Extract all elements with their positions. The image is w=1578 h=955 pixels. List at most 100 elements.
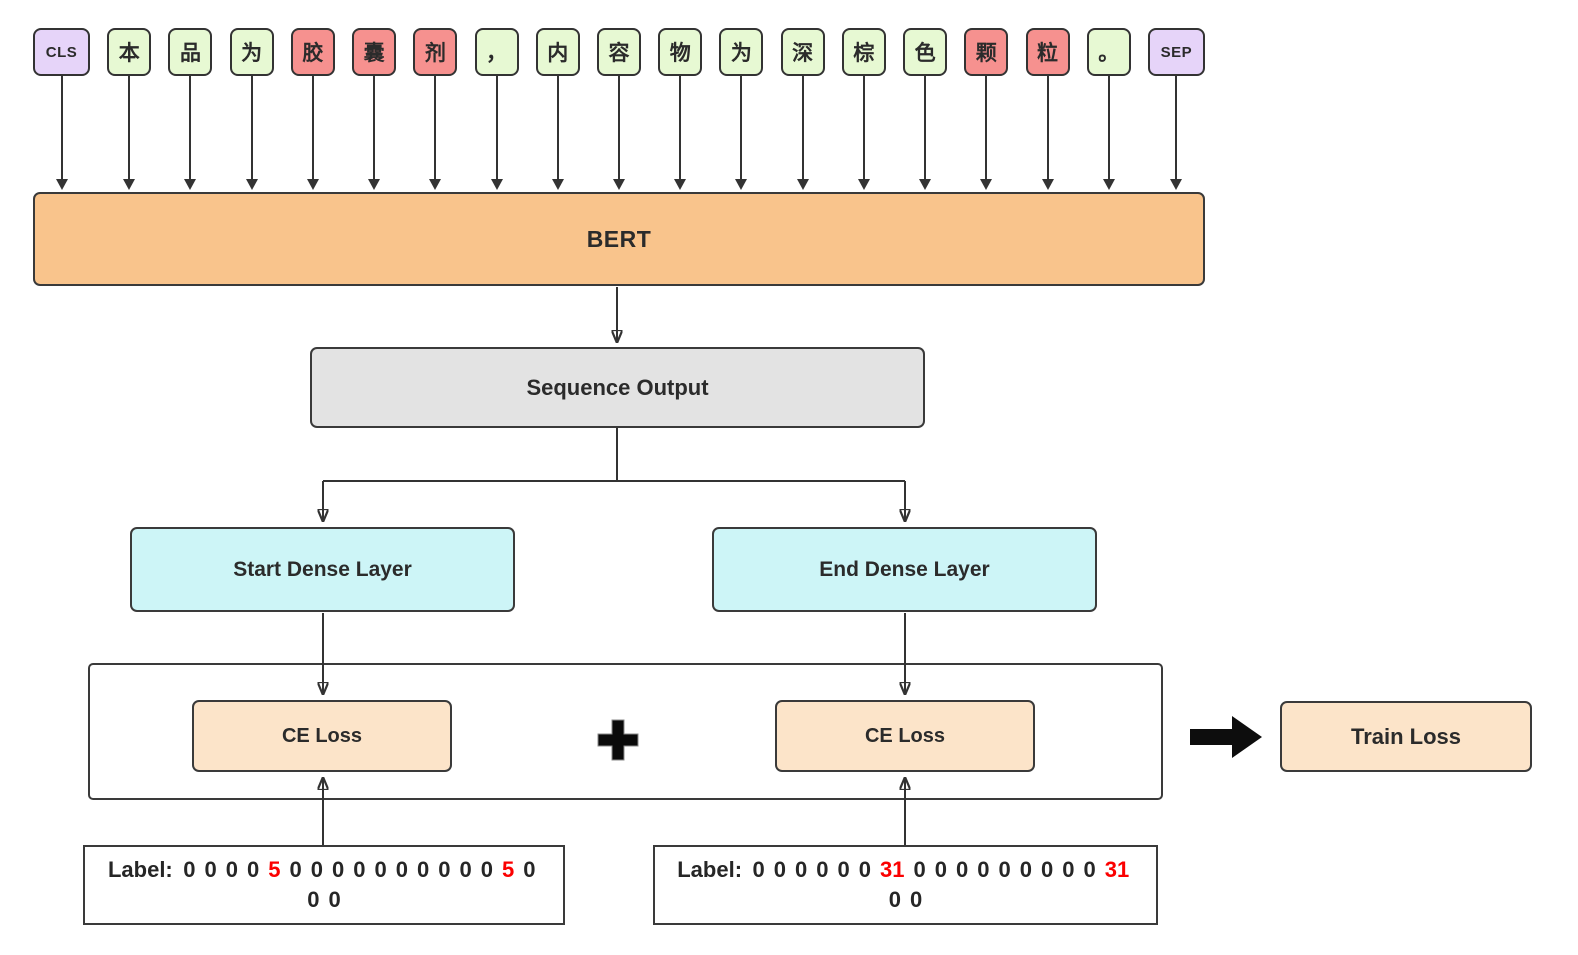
label-value: 0: [374, 857, 387, 882]
token-arrow-head-icon: [919, 179, 932, 190]
token-arrow-stem: [373, 76, 376, 179]
plus-icon: [597, 719, 639, 761]
label-value: 0: [247, 857, 260, 882]
label-value: 0: [888, 887, 901, 912]
label-value: 0: [773, 857, 787, 882]
token-box: 颗: [964, 28, 1009, 76]
label-value: 0: [1062, 857, 1075, 882]
token-arrow-stem: [679, 76, 682, 179]
token-box: 内: [535, 28, 580, 76]
token-cell: 物: [658, 28, 703, 190]
token-cell: 内: [535, 28, 580, 190]
token-box: 胶: [290, 28, 335, 76]
label-value: 31: [880, 857, 905, 882]
label-value: 0: [328, 887, 341, 912]
token-box: 本: [107, 28, 152, 76]
token-box: 为: [719, 28, 764, 76]
token-cell: 囊: [352, 28, 397, 190]
token-box: SEP: [1147, 28, 1205, 76]
label-value: 0: [795, 857, 808, 882]
token-arrow-head-icon: [980, 179, 993, 190]
token-arrow-head-icon: [368, 179, 381, 190]
token-arrow-stem: [250, 76, 253, 179]
label-value: 0: [752, 857, 765, 882]
token-box: 容: [596, 28, 641, 76]
label-value: 0: [1041, 857, 1054, 882]
token-arrow-stem: [1175, 76, 1178, 179]
label-value: 0: [480, 857, 494, 882]
token-arrow-stem: [862, 76, 865, 179]
token-arrow-head-icon: [490, 179, 503, 190]
right-arrow-icon: [1190, 716, 1262, 758]
token-box: 棕: [841, 28, 886, 76]
token-arrow-stem: [434, 76, 437, 179]
label-value: 0: [332, 857, 345, 882]
token-box: 深: [780, 28, 825, 76]
token-arrow-stem: [556, 76, 559, 179]
token-box: 。: [1086, 28, 1131, 76]
token-arrow-head-icon: [674, 179, 687, 190]
token-cell: SEP: [1147, 28, 1205, 190]
token-box: 囊: [352, 28, 397, 76]
token-box: 为: [229, 28, 274, 76]
token-arrow-stem: [495, 76, 498, 179]
token-cell: 剂: [413, 28, 458, 190]
label-value: 0: [395, 857, 409, 882]
token-box: 色: [903, 28, 948, 76]
token-arrow-head-icon: [735, 179, 748, 190]
token-cell: 颗: [964, 28, 1009, 190]
label-value: 0: [1083, 857, 1096, 882]
token-arrow-head-icon: [612, 179, 625, 190]
token-arrow-head-icon: [857, 179, 870, 190]
ce-loss-end-box: CE Loss: [775, 700, 1035, 772]
token-cell: ，: [474, 28, 519, 190]
token-arrow-stem: [801, 76, 804, 179]
token-cell: 。: [1086, 28, 1131, 190]
label-value: 5: [502, 857, 515, 882]
token-box: 物: [658, 28, 703, 76]
label-value: 0: [353, 857, 366, 882]
label-value: 0: [934, 857, 948, 882]
label-value: 0: [998, 857, 1011, 882]
label-value: 0: [417, 857, 430, 882]
label-value: 0: [956, 857, 969, 882]
token-arrow-head-icon: [245, 179, 258, 190]
token-cell: CLS: [33, 28, 90, 190]
end-dense-layer-box: End Dense Layer: [712, 527, 1097, 612]
label-value: 0: [459, 857, 472, 882]
token-arrow-stem: [128, 76, 131, 179]
start-label-prefix: Label:: [107, 857, 173, 882]
bert-box: BERT: [33, 192, 1205, 286]
label-value: 0: [204, 857, 217, 882]
token-arrow-head-icon: [306, 179, 319, 190]
token-cell: 为: [229, 28, 274, 190]
label-value: 0: [310, 857, 324, 882]
token-arrow-stem: [985, 76, 988, 179]
label-value: 0: [837, 857, 850, 882]
label-value: 0: [183, 857, 196, 882]
token-box: ，: [474, 28, 519, 76]
token-arrow-head-icon: [1102, 179, 1115, 190]
token-cell: 容: [596, 28, 641, 190]
token-arrow-head-icon: [429, 179, 442, 190]
token-cell: 棕: [841, 28, 886, 190]
label-value: 0: [438, 857, 451, 882]
label-value: 0: [523, 857, 536, 882]
start-dense-layer-box: Start Dense Layer: [130, 527, 515, 612]
label-value: 5: [268, 857, 281, 882]
token-arrow-head-icon: [796, 179, 809, 190]
token-box: 品: [168, 28, 213, 76]
token-cell: 胶: [290, 28, 335, 190]
token-cell: 深: [780, 28, 825, 190]
token-arrow-stem: [311, 76, 314, 179]
token-cell: 本: [107, 28, 152, 190]
label-value: 0: [913, 857, 926, 882]
